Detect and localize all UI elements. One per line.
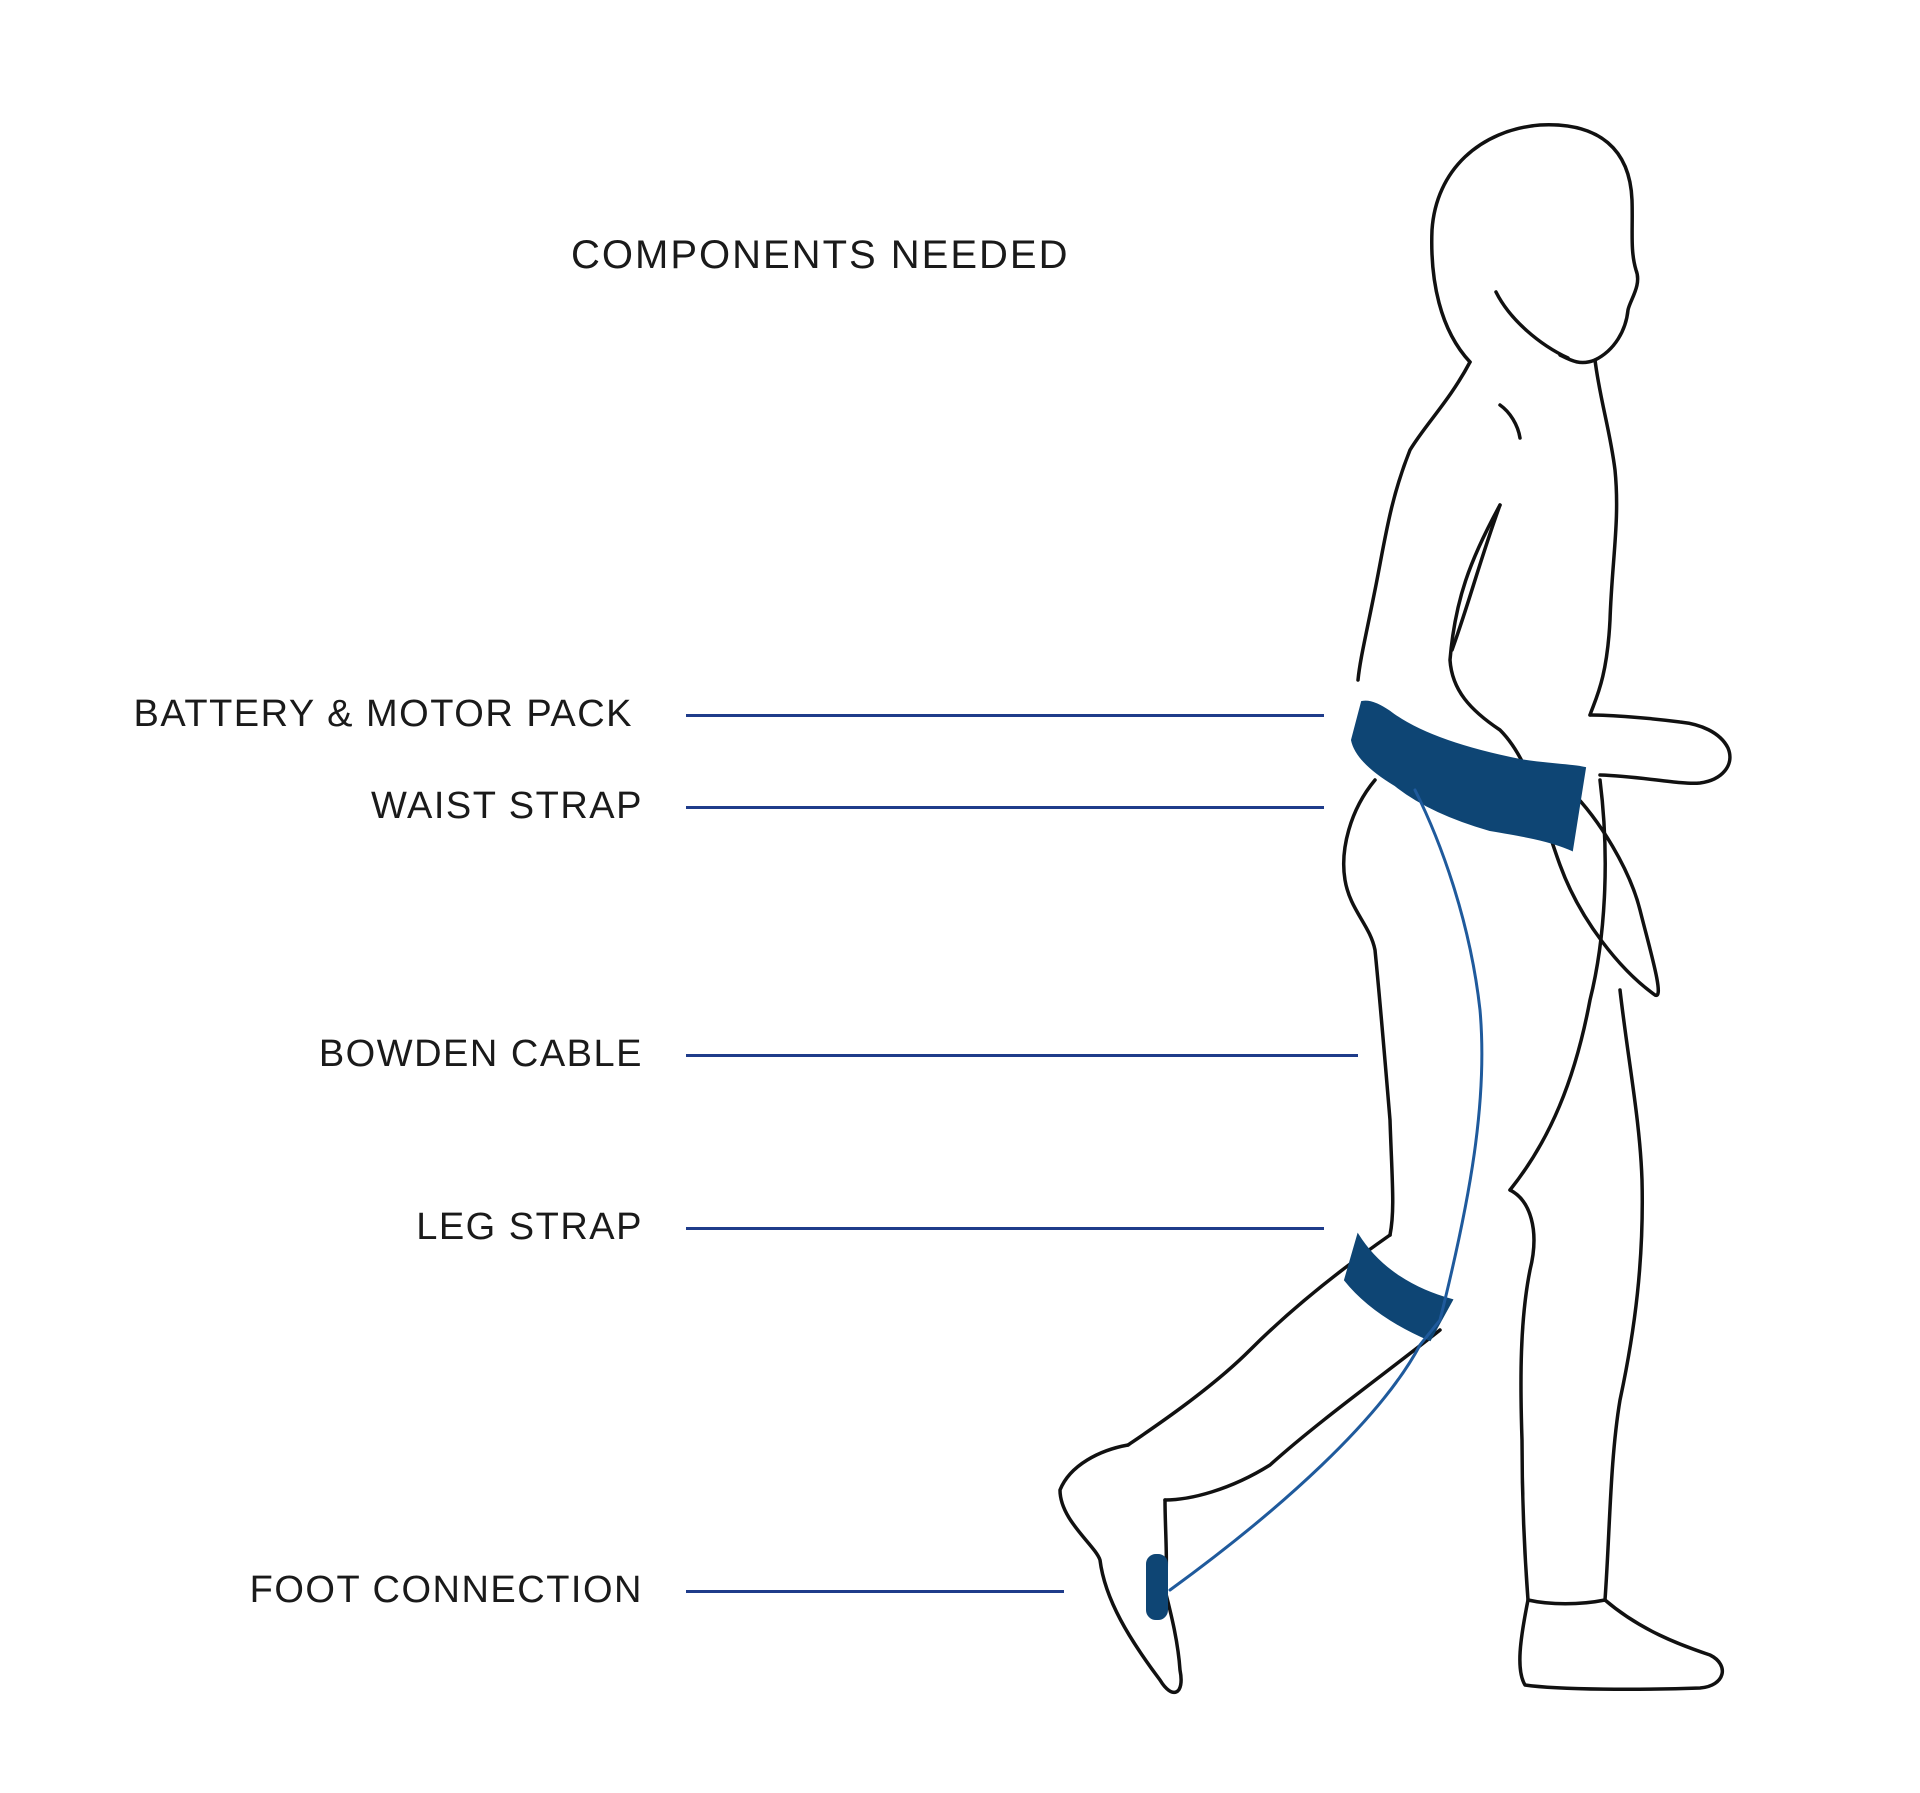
inner-torso-outline — [1450, 503, 1502, 652]
leader-line-foot-connection — [686, 1590, 1064, 1593]
leader-line-waist-strap — [686, 806, 1324, 809]
back-arm-outline — [1448, 503, 1660, 997]
collar-line — [1498, 403, 1522, 440]
bowden-cable-shape — [1168, 788, 1484, 1592]
leader-line-bowden-cable — [686, 1054, 1358, 1057]
back-shin-inner-outline — [1163, 1328, 1442, 1502]
front-torso-outline — [1588, 358, 1619, 717]
ear-outline — [1494, 290, 1570, 360]
battery-motor-pack-shape — [1350, 700, 1587, 852]
leader-line-leg-strap — [686, 1227, 1324, 1230]
front-shin-outline — [1508, 1188, 1536, 1602]
back-outline — [1356, 360, 1472, 682]
label-foot-connection: FOOT CONNECTION — [249, 1569, 643, 1611]
components-overlay — [1146, 700, 1587, 1620]
label-bowden-cable: BOWDEN CABLE — [318, 1033, 643, 1075]
front-foot-outline — [1518, 1598, 1725, 1691]
head-outline — [1430, 123, 1640, 365]
back-shin-outline — [1126, 1233, 1392, 1447]
label-battery-motor-pack: BATTERY & MOTOR PACK — [133, 693, 633, 735]
leg-strap-shape — [1343, 1232, 1454, 1342]
foot-connection-shape — [1146, 1554, 1168, 1620]
leader-line-battery-motor-pack — [686, 714, 1324, 717]
diagram-title: COMPONENTS NEEDED — [571, 233, 1070, 277]
front-arm-outline — [1588, 713, 1732, 786]
front-leg-back-outline — [1603, 988, 1645, 1602]
back-thigh-outline — [1342, 778, 1395, 1237]
label-leg-strap: LEG STRAP — [416, 1206, 643, 1248]
front-thigh-outline — [1508, 778, 1607, 1192]
label-waist-strap: WAIST STRAP — [371, 785, 643, 827]
